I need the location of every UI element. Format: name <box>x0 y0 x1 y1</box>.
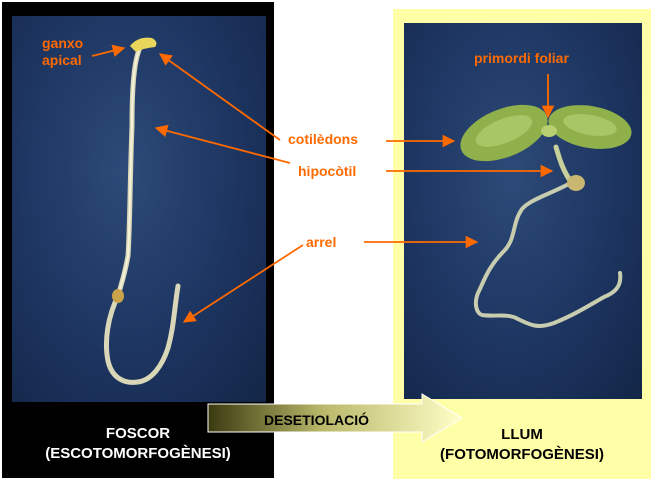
label-arrel: arrel <box>306 234 336 251</box>
label-ganxo-line1: ganxo <box>42 35 83 52</box>
label-hipocotil: hipocòtil <box>298 163 356 180</box>
light-caption: LLUM (FOTOMORFOGÈNESI) <box>393 425 651 465</box>
arrow-ganxo-apical <box>92 48 124 56</box>
light-title: LLUM <box>393 425 651 445</box>
dark-title: FOSCOR <box>2 424 274 444</box>
arrow-arrel-left <box>184 245 303 322</box>
label-cotiledons: cotilèdons <box>288 131 358 148</box>
light-subtitle: (FOTOMORFOGÈNESI) <box>393 445 651 465</box>
desetiolacio-label: DESETIOLACIÓ <box>264 412 369 428</box>
dark-subtitle: (ESCOTOMORFOGÈNESI) <box>2 444 274 464</box>
label-primordi-foliar: primordi foliar <box>474 50 569 67</box>
label-ganxo-line2: apical <box>42 52 83 69</box>
dark-caption: FOSCOR (ESCOTOMORFOGÈNESI) <box>2 424 274 464</box>
label-ganxo-apical: ganxo apical <box>42 35 83 69</box>
arrow-cotiledons-left <box>160 54 280 140</box>
